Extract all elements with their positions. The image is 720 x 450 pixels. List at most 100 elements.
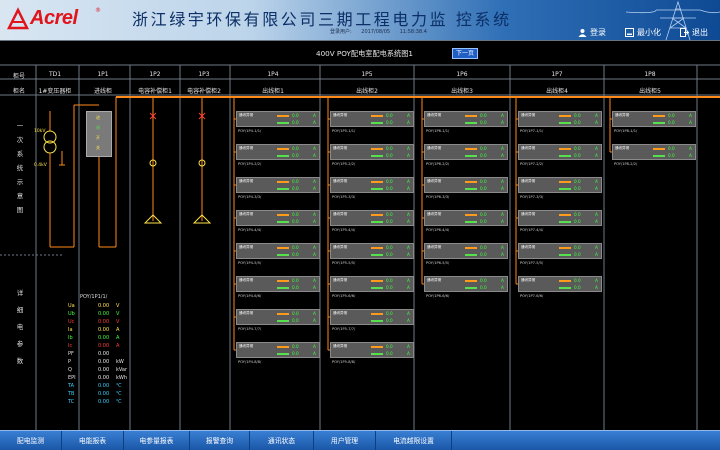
tab-energy-report[interactable]: 电能报表 — [62, 431, 124, 450]
cabinet-no-1p5: 1P5 — [361, 71, 373, 78]
feeder-current: 0.0 — [386, 219, 393, 224]
switch-closed-icon — [371, 115, 383, 117]
tab-power-monitoring[interactable]: 配电监测 — [0, 431, 62, 450]
switch-open-icon — [277, 155, 289, 157]
tab-parameter-report[interactable]: 电参量报表 — [124, 431, 190, 450]
feeder-unit: A — [407, 351, 410, 356]
feeder-id: POY/1P5-7/7/ — [332, 327, 356, 331]
param-value: 0.00 — [98, 367, 110, 373]
feeder-unit: A — [501, 113, 504, 118]
user-icon — [578, 28, 587, 37]
feeder-current: 0.0 — [574, 278, 581, 283]
feeder-current: 0.0 — [386, 212, 393, 217]
cabinet-name-1p4: 出线柜1 — [262, 88, 284, 95]
feeder-current: 0.0 — [292, 245, 299, 250]
feeder-unit: A — [407, 153, 410, 158]
feeder-unit: A — [501, 252, 504, 257]
tab-communication-status[interactable]: 通讯状态 — [250, 431, 314, 450]
tab-user-management[interactable]: 用户管理 — [314, 431, 376, 450]
cabinet-no-label: 柜号 — [12, 73, 26, 80]
param-key: Ua — [68, 303, 75, 309]
feeder-unit: A — [407, 113, 410, 118]
param-value: 0.00 — [98, 335, 110, 341]
minimize-button[interactable]: 最小化 — [625, 26, 661, 38]
feeder-current: 0.0 — [574, 113, 581, 118]
feeder-status: 通讯异常 — [239, 179, 254, 183]
feeder-current: 0.0 — [292, 179, 299, 184]
feeder-id: POY/1P7-4/4/ — [520, 228, 544, 232]
switch-open-icon — [371, 221, 383, 223]
feeder-unit: A — [407, 186, 410, 191]
feeder-status: 通讯异常 — [239, 344, 254, 348]
next-page-button[interactable]: 下一页 — [452, 48, 478, 59]
feeder-id: POY/1P5-1/1/ — [332, 129, 356, 133]
feeder-status: 通讯异常 — [521, 179, 536, 183]
switch-open-icon — [559, 221, 571, 223]
feeder-id: POY/1P5-2/2/ — [332, 162, 356, 166]
switch-closed-icon — [277, 346, 289, 348]
feeder-current: 0.0 — [292, 311, 299, 316]
tab-current-limit-settings[interactable]: 电流越限设置 — [376, 431, 452, 450]
transformer-hv-coil — [43, 130, 57, 144]
switch-closed-icon — [559, 247, 571, 249]
feeder-id: POY/1P4-6/6/ — [238, 294, 262, 298]
feeder-current: 0.0 — [574, 146, 581, 151]
switch-closed-icon — [371, 148, 383, 150]
feeder-unit: A — [595, 120, 598, 125]
param-value: 0.00 — [98, 359, 110, 365]
param-value: 0.00 — [98, 343, 110, 349]
cabinet-no-1p3: 1P3 — [198, 71, 210, 78]
feeder-unit: A — [689, 153, 692, 158]
feeder-unit: A — [501, 146, 504, 151]
feeder-current: 0.0 — [480, 252, 487, 257]
switch-closed-icon — [465, 181, 477, 183]
feeder-unit: A — [313, 212, 316, 217]
feeder-unit: A — [595, 179, 598, 184]
feeder-unit: A — [501, 285, 504, 290]
capacitor-bank-icon — [143, 214, 163, 224]
feeder-current: 0.0 — [292, 278, 299, 283]
param-key: TC — [68, 399, 75, 405]
param-unit: kW — [116, 359, 124, 365]
feeder-unit: A — [313, 278, 316, 283]
switch-open-icon — [559, 122, 571, 124]
login-button[interactable]: 登录 — [578, 26, 606, 38]
cabinet-no-1p6: 1P6 — [456, 71, 468, 78]
exit-button[interactable]: 退出 — [680, 26, 708, 38]
incoming-switch-panel[interactable]: 进 线 开 关 — [86, 111, 112, 157]
param-key: Ic — [68, 343, 73, 349]
tab-alarm-query[interactable]: 报警查询 — [190, 431, 250, 450]
feeder-unit: A — [595, 245, 598, 250]
